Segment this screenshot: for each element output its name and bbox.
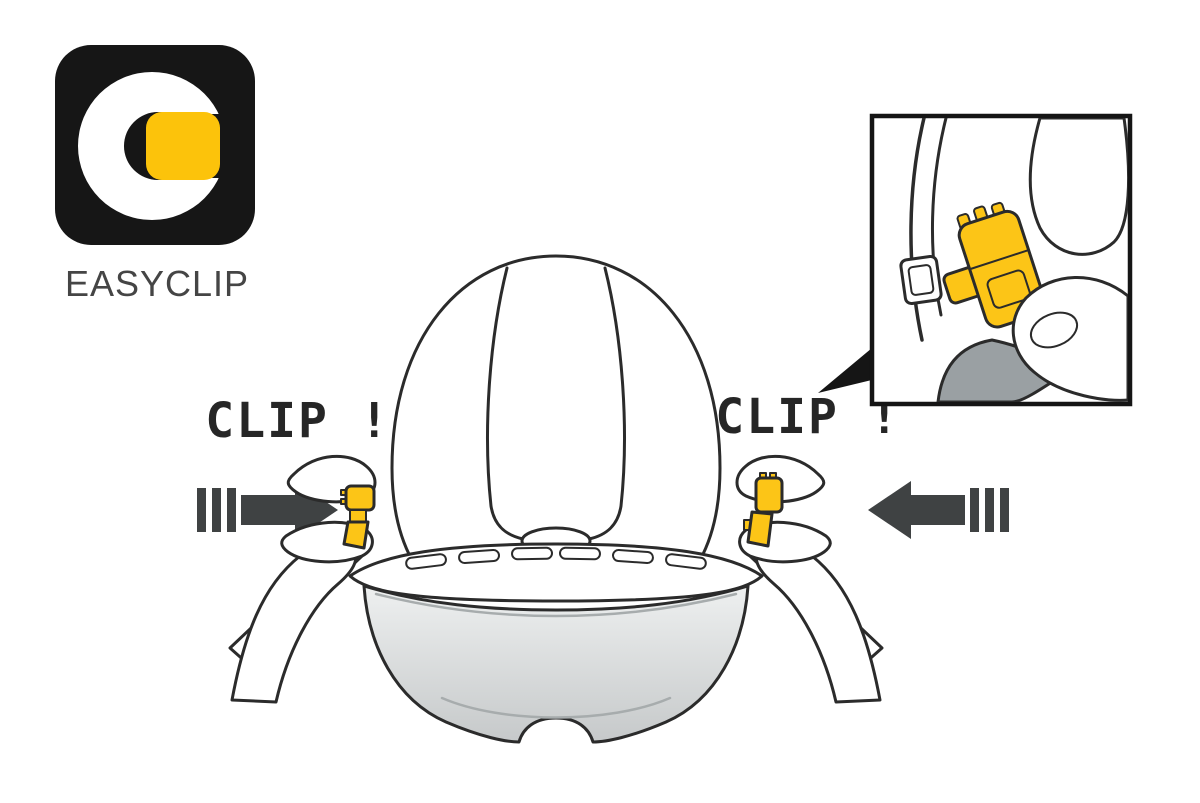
clip-stem	[349, 509, 367, 523]
right-push-arrow-icon	[868, 481, 1009, 539]
clip-callout-right: CLIP !	[715, 389, 900, 445]
clip-body	[754, 476, 784, 514]
bracket-inner	[907, 264, 935, 296]
helmet	[348, 254, 764, 744]
inset-content	[899, 118, 1128, 402]
arrow-stripe	[985, 488, 994, 532]
visor-top-highlight	[374, 592, 738, 618]
brim-slot	[405, 553, 447, 570]
brim-slot	[612, 548, 654, 565]
brim-slot	[558, 546, 601, 561]
inset-shell-edge-outer	[909, 118, 926, 342]
arrow-stripe	[197, 488, 206, 532]
arrow-shaft	[241, 495, 297, 525]
helmet-ridge-right	[587, 266, 626, 541]
easyclip-logo: EASYCLIP	[55, 45, 255, 304]
helmet-ridge-left	[486, 266, 525, 541]
left-forearm	[230, 539, 358, 704]
arrow-stripe	[1000, 488, 1009, 532]
arrow-shaft	[909, 495, 965, 525]
left-hand	[228, 454, 377, 704]
clip-callout-left: CLIP !	[205, 393, 390, 449]
clip-body	[344, 484, 376, 512]
helmet-brim-band	[348, 542, 764, 603]
arrow-head	[868, 481, 911, 539]
brim-slot	[458, 548, 500, 565]
inset-easyclip-part	[942, 201, 1047, 329]
right-forearm	[754, 539, 882, 704]
arrow-stripe	[227, 488, 236, 532]
logo-yellow-square-icon	[146, 112, 220, 180]
bracket-outer	[899, 254, 943, 306]
inset-slot-bracket	[899, 254, 943, 306]
brim-slot	[665, 553, 707, 570]
logo-label: EASYCLIP	[65, 263, 249, 304]
inset-thumbnail	[1029, 311, 1079, 349]
inset-index-finger	[1028, 118, 1128, 256]
brim-slot	[511, 546, 554, 561]
arrow-stripe	[212, 488, 221, 532]
visor	[362, 584, 750, 744]
clip-base	[342, 520, 370, 550]
visor-bottom-highlight	[440, 696, 672, 719]
right-easyclip-part	[743, 472, 784, 548]
detail-inset	[818, 113, 1133, 407]
inset-pointer-icon	[818, 348, 880, 393]
logo-c-icon	[78, 72, 226, 220]
clip-window	[986, 269, 1031, 309]
left-easyclip-part	[340, 484, 376, 550]
clip-base	[746, 510, 774, 548]
clip-seam	[968, 249, 1030, 271]
brim-slots	[405, 546, 707, 570]
arrow-stripe	[970, 488, 979, 532]
